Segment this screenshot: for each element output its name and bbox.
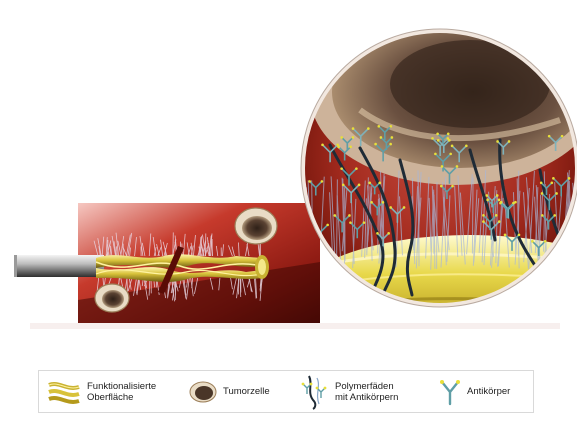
legend-item-tumor-cell: Tumorzelle <box>189 371 270 412</box>
tumor-cell-top <box>235 208 277 244</box>
gold-fiber-bundle-icon <box>47 379 81 405</box>
legend-item-polymer: Polymerfäden mit Antikörpern <box>299 371 398 412</box>
legend-item-surface: Funktionalisierte Oberfläche <box>47 371 156 412</box>
biosensor-illustration <box>0 0 577 365</box>
legend-label-surface: Funktionalisierte Oberfläche <box>87 381 156 403</box>
tumor-cell-bottom <box>95 284 129 312</box>
magnified-view <box>295 5 577 365</box>
polymer-strand-icon <box>299 374 329 410</box>
legend-label-antibody: Antikörper <box>467 386 510 397</box>
guide-wire <box>14 255 104 277</box>
legend-label-polymer: Polymerfäden mit Antikörpern <box>335 381 398 403</box>
legend-item-antibody: Antikörper <box>439 371 510 412</box>
legend: Funktionalisierte Oberfläche Tumorzelle … <box>38 370 534 413</box>
tumor-cell-icon <box>189 380 217 404</box>
legend-label-tumor-cell: Tumorzelle <box>223 386 270 397</box>
antibody-icon <box>439 378 461 406</box>
